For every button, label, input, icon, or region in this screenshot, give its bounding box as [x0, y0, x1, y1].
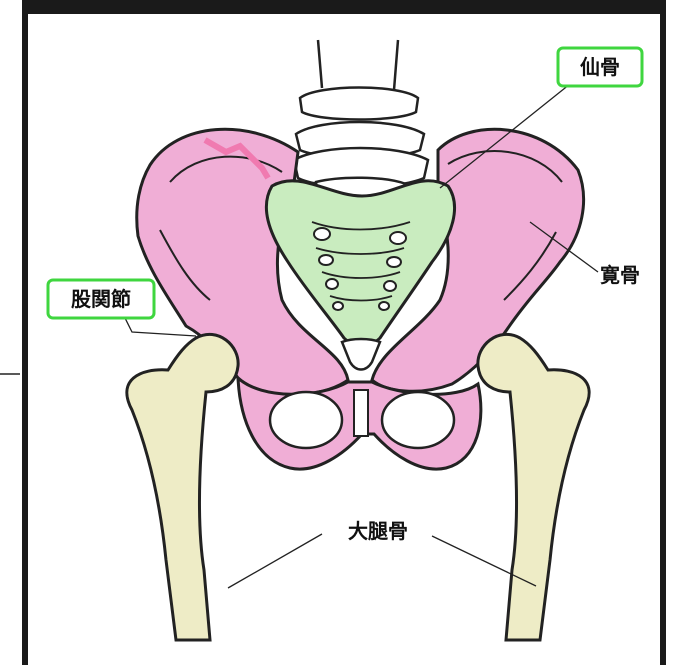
ilium-label: 寛骨 [600, 263, 640, 287]
left-obturator-foramen [270, 392, 342, 448]
right-frame-border [660, 0, 666, 665]
right-femur [478, 334, 589, 640]
femur-leader-line-left [228, 534, 322, 588]
left-frame-border [22, 0, 28, 665]
pubic-symphysis [354, 390, 368, 436]
left-femur [127, 334, 238, 640]
lumbar-vertebrae [294, 40, 428, 204]
coccyx [342, 339, 380, 370]
right-obturator-foramen [382, 392, 454, 448]
top-black-bar [22, 0, 666, 14]
femur-label: 大腿骨 [348, 519, 408, 543]
sacrum-label: 仙骨 [580, 55, 620, 79]
hip-joint-label: 股関節 [71, 287, 131, 311]
